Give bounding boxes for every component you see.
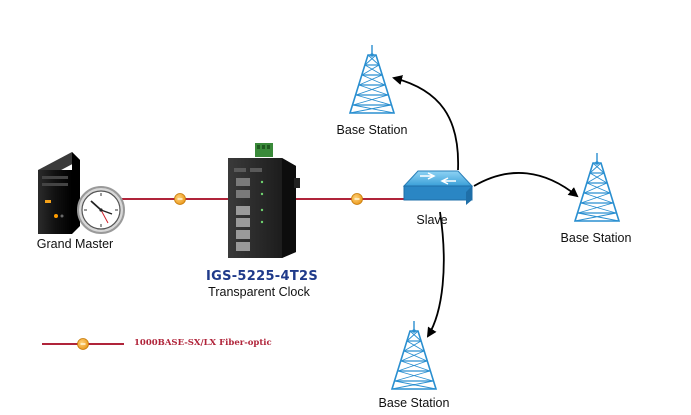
industrial-switch-icon [228, 143, 300, 258]
clock-icon [77, 186, 125, 234]
arrow-to-bottom-base-station [426, 211, 445, 338]
grand-master-label: Grand Master [36, 237, 114, 251]
switch-role-label: Transparent Clock [208, 285, 310, 299]
base-station-label-top: Base Station [336, 123, 408, 137]
cell-tower-icon [349, 44, 395, 114]
arrow-to-top-base-station [392, 75, 459, 171]
arrow-to-right-base-station [473, 172, 579, 198]
fiber-connector-icon [351, 193, 363, 205]
base-station-label-right: Base Station [560, 231, 632, 245]
cell-tower-icon [391, 320, 437, 390]
fiber-connector-icon [174, 193, 186, 205]
legend-label: 1000BASE-SX/LX Fiber-optic [134, 338, 272, 348]
slave-label: Slave [416, 213, 448, 227]
base-station-label-bottom: Base Station [378, 396, 450, 410]
cell-tower-icon [574, 152, 620, 222]
fiber-connector-icon [77, 338, 89, 350]
network-switch-icon [402, 170, 474, 205]
server-icon [38, 152, 80, 234]
switch-model-label: IGS-5225-4T2S [205, 269, 319, 284]
